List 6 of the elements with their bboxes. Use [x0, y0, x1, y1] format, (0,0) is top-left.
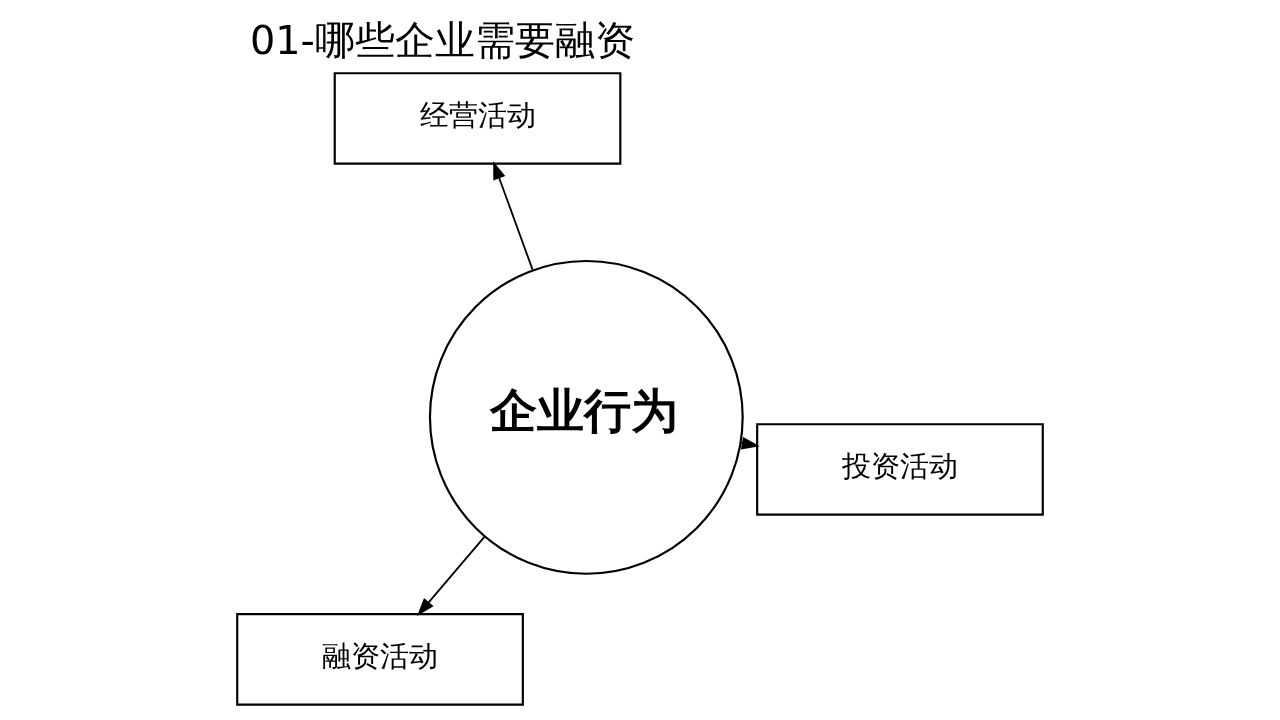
arrow [493, 161, 534, 271]
arrow [417, 536, 486, 616]
node-box: 融资活动 [236, 613, 524, 706]
node-box: 经营活动 [333, 72, 622, 165]
diagram-title: 01-哪些企业需要融资 [249, 17, 635, 64]
node-box: 投资活动 [756, 423, 1044, 516]
